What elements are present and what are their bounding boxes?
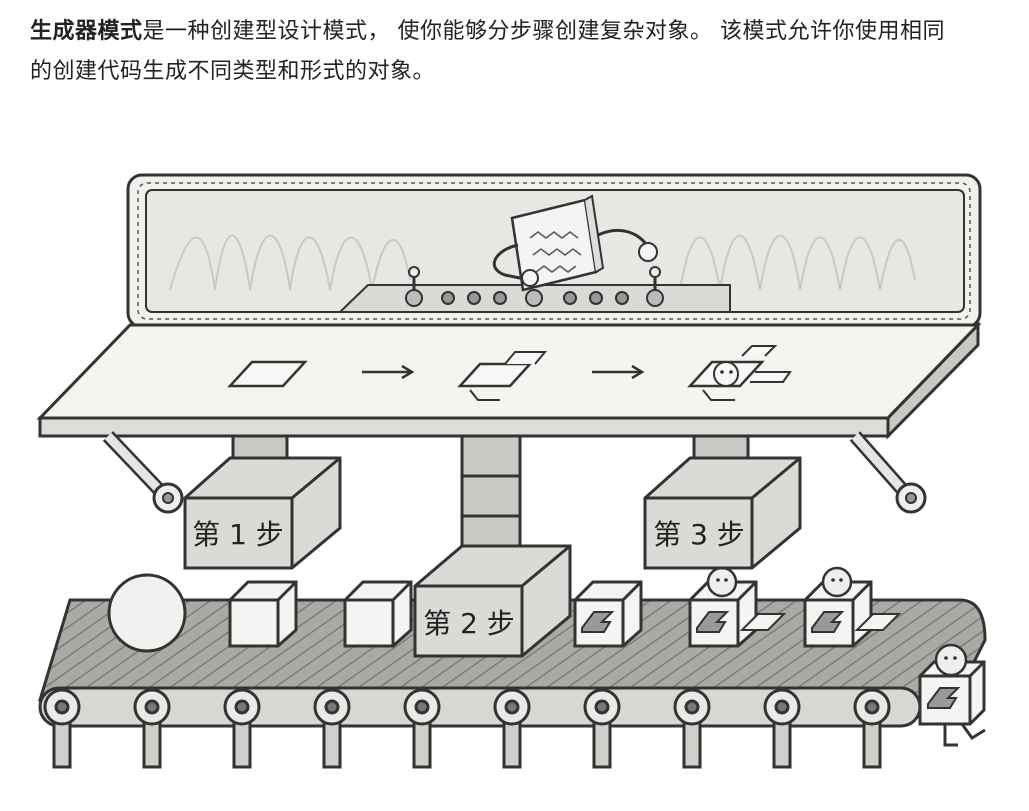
cube-block-icon bbox=[343, 580, 413, 648]
step-2-stamp: 第 2 步 bbox=[413, 544, 572, 658]
roller-icons bbox=[43, 688, 891, 726]
work-table bbox=[36, 321, 982, 514]
finished-robot-icon bbox=[918, 643, 986, 747]
step-1-stamp: 第 1 步 bbox=[183, 456, 342, 570]
robot-block-icon bbox=[803, 566, 902, 648]
step-2-label: 第 2 步 bbox=[423, 607, 515, 640]
control-window bbox=[126, 173, 982, 329]
builder-pattern-illustration: 第 1 步 第 3 步 第 2 步 bbox=[36, 173, 987, 769]
raw-ball-icon bbox=[107, 573, 187, 653]
intro-line2: 的创建代码生成不同类型和形式的对象。 bbox=[30, 59, 436, 84]
control-knobs-icon bbox=[405, 266, 664, 307]
arrow-right-icon bbox=[362, 364, 415, 380]
step-1-label: 第 1 步 bbox=[192, 518, 284, 551]
step-3-label: 第 3 步 bbox=[653, 518, 745, 551]
cube-block-icon bbox=[228, 580, 298, 648]
intro-paragraph: 生成器模式是一种创建型设计模式， 使你能够分步骤创建复杂对象。 该模式允许你使用… bbox=[30, 12, 1020, 92]
arrow-right-icon bbox=[592, 364, 645, 380]
builder-character-icon bbox=[492, 194, 658, 292]
stage-1-square-icon bbox=[227, 360, 308, 388]
intro-line1: 是一种创建型设计模式， 使你能够分步骤创建复杂对象。 该模式允许你使用相同 bbox=[142, 19, 946, 44]
stage-2-part-icon bbox=[457, 351, 548, 401]
robot-block-icon bbox=[688, 566, 787, 648]
step-3-stamp: 第 3 步 bbox=[643, 456, 802, 570]
part-block-icon bbox=[573, 580, 643, 648]
stage-3-robot-icon bbox=[687, 345, 792, 401]
pattern-term: 生成器模式 bbox=[30, 19, 143, 44]
